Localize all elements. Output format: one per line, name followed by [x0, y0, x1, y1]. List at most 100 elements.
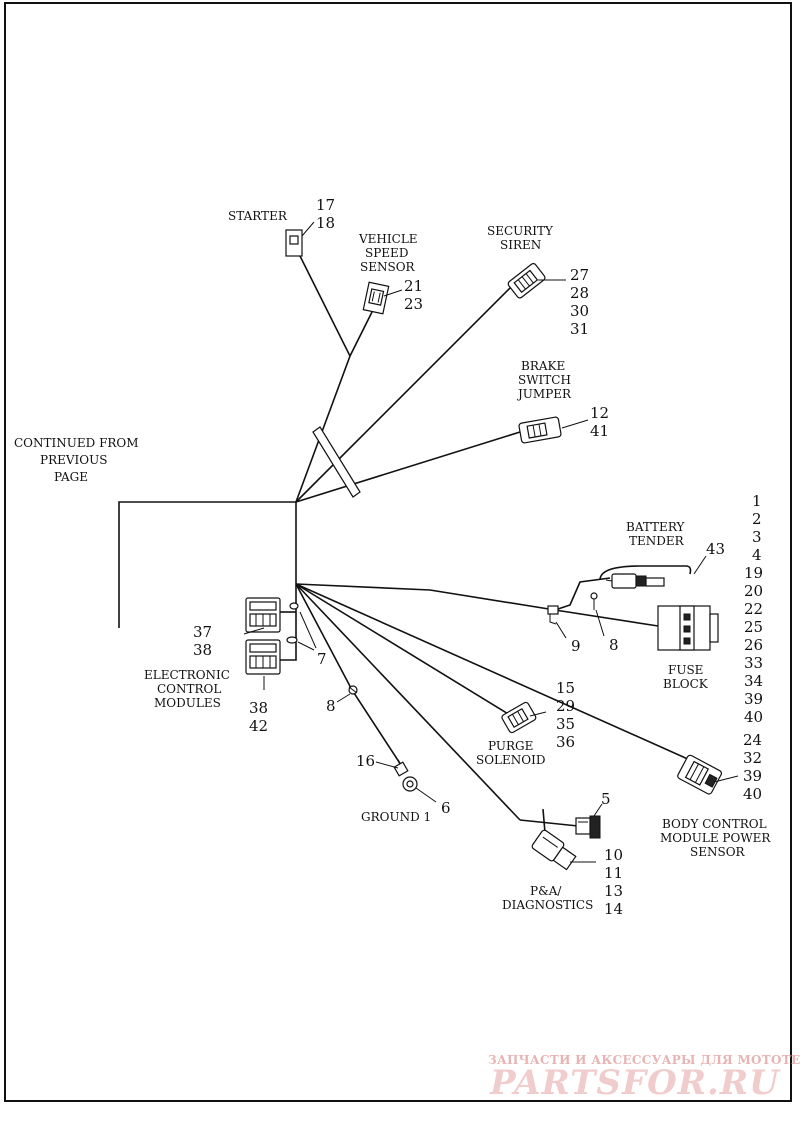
label-brake-1: BRAKE — [521, 359, 565, 373]
label-siren-2: SIREN — [500, 238, 541, 252]
battery-tender-lead — [599, 565, 692, 589]
label-bcm-2: MODULE POWER — [660, 831, 771, 845]
clip-8-right — [590, 592, 598, 610]
clip-9 — [547, 605, 559, 625]
callout-fb-2: 2 — [752, 510, 762, 528]
callout-fb-20: 20 — [744, 582, 763, 600]
callout-fb-26: 26 — [744, 636, 763, 654]
callout-18: 18 — [316, 214, 335, 232]
callout-38-lower: 38 — [249, 699, 268, 717]
callout-fb-40: 40 — [744, 708, 763, 726]
callout-5: 5 — [601, 790, 611, 808]
callout-42: 42 — [249, 717, 268, 735]
leader-lines — [243, 221, 739, 863]
watermark-logo: PARTSFOR.RU — [489, 1063, 781, 1103]
siren-connector — [507, 263, 546, 299]
callout-15: 15 — [556, 679, 575, 697]
callout-8-right: 8 — [609, 636, 619, 654]
label-starter: STARTER — [228, 209, 288, 223]
callout-39: 39 — [743, 767, 762, 785]
pa-diagnostics-connector — [531, 809, 577, 871]
callout-21: 21 — [404, 277, 423, 295]
callout-9: 9 — [571, 637, 581, 655]
starter-connector — [285, 229, 303, 257]
watermark-tagline: ЗАПЧАСТИ И АКСЕССУАРЫ ДЛЯ МОТОТЕХНИКИ — [488, 1053, 800, 1067]
callout-11: 11 — [604, 864, 623, 882]
callout-40: 40 — [743, 785, 762, 803]
callout-14: 14 — [604, 900, 623, 918]
pa-connector-5 — [519, 815, 601, 839]
callout-41: 41 — [590, 422, 609, 440]
wire-harness — [118, 255, 691, 821]
bcm-sensor-connector — [677, 754, 723, 795]
callout-fb-34: 34 — [744, 672, 763, 690]
ecm-wire — [280, 586, 297, 661]
label-bcm-1: BODY CONTROL — [662, 817, 767, 831]
callout-38-upper: 38 — [193, 641, 212, 659]
label-ecm-3: MODULES — [154, 696, 221, 710]
callout-35: 35 — [556, 715, 575, 733]
label-pa-2: DIAGNOSTICS — [502, 898, 593, 912]
callout-6: 6 — [441, 799, 451, 817]
ground-ring-terminal — [393, 759, 418, 792]
brake-wire — [295, 431, 521, 503]
bcm-wire — [295, 583, 691, 761]
siren-wire — [295, 287, 511, 503]
callout-36: 36 — [556, 733, 575, 751]
callout-16: 16 — [356, 752, 375, 770]
ecm-lower — [245, 639, 281, 675]
callout-13: 13 — [604, 882, 623, 900]
callout-8-left: 8 — [326, 697, 336, 715]
callout-27: 27 — [570, 266, 589, 284]
label-vss-1: VEHICLE — [358, 232, 418, 246]
label-continued-3: PAGE — [54, 470, 88, 484]
label-siren-1: SECURITY — [487, 224, 554, 238]
label-brake-2: SWITCH — [518, 373, 571, 387]
callout-29: 29 — [556, 697, 575, 715]
brake-connector — [518, 416, 562, 444]
trunk-wire — [118, 501, 296, 628]
pa-wire — [295, 583, 521, 821]
drawing-frame — [4, 2, 792, 1102]
purge-wire — [295, 583, 511, 716]
fuse-block — [657, 605, 719, 651]
fuse-block-callouts: 1 2 3 4 19 20 22 25 26 33 34 39 40 — [744, 492, 763, 726]
label-purge-2: SOLENOID — [476, 753, 546, 767]
label-continued-1: CONTINUED FROM — [14, 436, 139, 450]
vss-connector — [362, 281, 390, 315]
purge-solenoid-connector — [501, 701, 537, 734]
label-continued-2: PREVIOUS — [40, 453, 107, 467]
cable-tie-upper — [289, 602, 299, 610]
cable-tie-lower — [286, 636, 298, 644]
callout-fb-19: 19 — [744, 564, 763, 582]
callout-30: 30 — [570, 302, 589, 320]
ecm-upper — [245, 597, 281, 633]
ground-wire — [295, 583, 404, 769]
label-ecm-2: CONTROL — [157, 682, 221, 696]
callout-fb-3: 3 — [752, 528, 762, 546]
clip-8-left — [348, 685, 358, 695]
callout-fb-39: 39 — [744, 690, 763, 708]
fuse-block-wire — [295, 583, 659, 627]
label-brake-3: JUMPER — [516, 387, 572, 401]
label-vss-3: SENSOR — [360, 260, 416, 274]
callout-12: 12 — [590, 404, 609, 422]
label-tender-1: BATTERY — [626, 520, 685, 534]
harness-sleeve — [312, 426, 361, 498]
label-tender-2: TENDER — [629, 534, 685, 548]
callout-fb-1: 1 — [752, 492, 762, 510]
callout-23: 23 — [404, 295, 423, 313]
callout-28: 28 — [570, 284, 589, 302]
callout-7: 7 — [317, 650, 327, 668]
callout-fb-25: 25 — [744, 618, 763, 636]
label-bcm-3: SENSOR — [690, 845, 746, 859]
label-fuse-2: BLOCK — [663, 677, 709, 691]
tender-wire — [554, 577, 611, 611]
callout-43: 43 — [706, 540, 725, 558]
label-pa-1: P&A/ — [530, 884, 562, 898]
label-ecm-1: ELECTRONIC — [144, 668, 230, 682]
vss-wire — [349, 311, 373, 357]
callout-fb-4: 4 — [752, 546, 762, 564]
callout-31: 31 — [570, 320, 589, 338]
label-ground: GROUND 1 — [361, 810, 431, 824]
